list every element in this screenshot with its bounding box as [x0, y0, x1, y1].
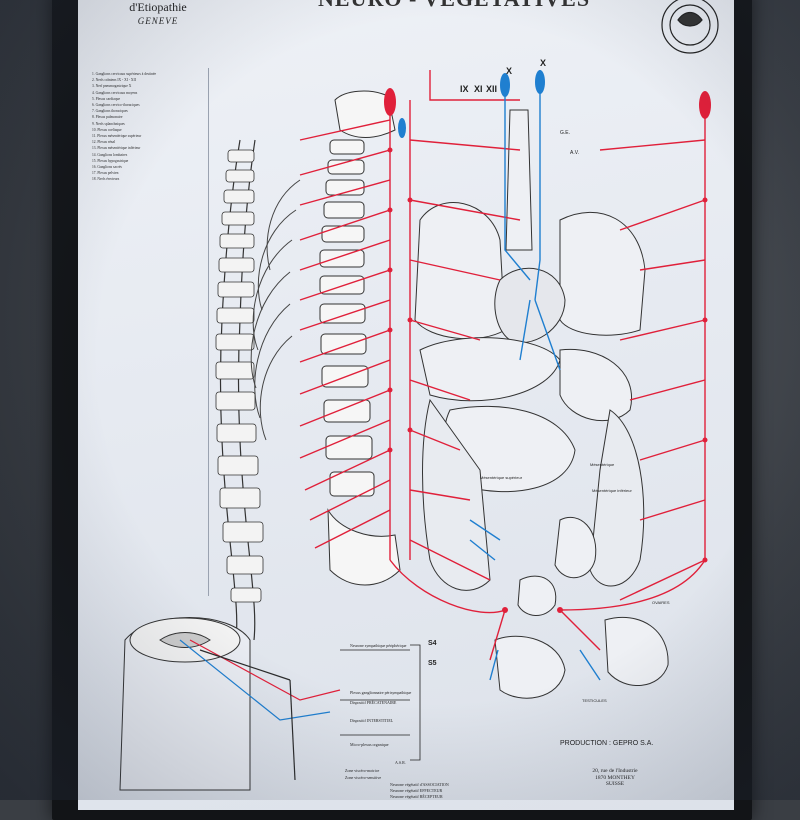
bottom-legend-5: Micro-plexus organique: [350, 742, 389, 747]
spinal-nerves: [179, 639, 341, 781]
address-line-1: 20, rue de l'Industrie: [592, 768, 638, 774]
bottom-legend-10: Neurone végétatif EFFECTEUR: [390, 788, 443, 793]
heart: [494, 267, 566, 344]
brand-line2: GENEVE: [137, 16, 179, 26]
production-credit: PRODUCTION : GEPRO S.A.: [560, 740, 654, 747]
blue-nodes: [398, 70, 545, 138]
legend-item: 15. Plexus hypogastrique: [92, 158, 129, 163]
label-ovaires: OVAIRES: [652, 600, 670, 605]
label-mesenterique-inf: Mésentérique inférieur: [592, 488, 632, 493]
legend-item: 4. Ganglions cervicaux moyens: [92, 90, 138, 95]
red-nerves: [299, 70, 706, 661]
label-s4: S4: [428, 640, 437, 647]
spinal-cord-section: [119, 617, 251, 791]
bottom-legend-9: Neurone végétatif d'ASSOCIATION: [390, 782, 449, 787]
legend-item: 2. Nerfs crâniens IX - XI - XII: [92, 78, 136, 83]
ribs: [250, 179, 301, 441]
legend-item: 6. Ganglions cervico-thoraciques: [92, 103, 140, 108]
brand-block: d'Etiopathie GENEVE: [98, 0, 218, 28]
testis-organ: [604, 616, 669, 686]
trachea: [505, 109, 533, 251]
label-x-1: X: [506, 66, 513, 76]
legend-list: 1. Ganglions cervicaux supérieurs à dest…: [92, 72, 204, 592]
legend-item: 7. Ganglions thoraciques: [92, 109, 128, 114]
vertebrae-left: [215, 149, 264, 603]
legend-item: 9. Nerfs splanchniques: [92, 121, 125, 126]
legend-item: 5. Plexus cardiaque: [92, 96, 121, 101]
bottom-legend-6: Zone viscéro-motrice: [345, 768, 380, 773]
bottom-legend-7: Zone viscéro-sensitive: [345, 775, 382, 780]
blue-nerves: [469, 70, 601, 681]
legend-item: 8. Plexus pulmonaire: [92, 115, 123, 120]
label-s5: S5: [428, 660, 437, 667]
colon-left: [589, 409, 645, 587]
legend-item: 3. Nerf pneumogastrique X: [92, 84, 132, 89]
legend-item: 16. Ganglions sacrés: [92, 165, 122, 170]
emblem-icon: [661, 0, 719, 54]
bottom-legend-4: Dispositif INTERSTITIEL: [350, 718, 394, 723]
pelvic-organ: [494, 635, 566, 699]
bottom-legend-11: Neurone végétatif RÉCEPTEUR: [390, 794, 443, 799]
anatomy-diagram: [119, 0, 719, 791]
kidney: [554, 516, 597, 579]
bladder: [517, 575, 557, 616]
label-av: A.V.: [570, 150, 579, 156]
legend-item: 18. Nerfs érecteurs: [92, 177, 120, 182]
label-ge: G.E.: [560, 130, 571, 136]
legend-item: 10. Plexus coeliaque: [92, 127, 122, 132]
bottom-legend-1: Neurone sympathique périphérique: [350, 643, 407, 648]
legend-item: 14. Ganglions lombaires: [92, 152, 128, 157]
legend-item: 17. Plexus pelvien: [92, 171, 119, 176]
legend-item: 1. Ganglions cervicaux supérieurs à dest…: [92, 72, 157, 76]
brand-line1: d'Etiopathie: [129, 0, 187, 14]
address-line-3: SUISSE: [605, 781, 625, 787]
legend-item: 12. Plexus rénal: [92, 140, 116, 145]
label-mesenterique: Mésentérique: [590, 462, 615, 467]
label-testicules: TESTICULES: [582, 698, 607, 703]
label-xii: XII: [486, 84, 498, 94]
address-block: 20, rue de l'Industrie 1870 MONTHEY SUIS…: [580, 768, 650, 788]
stomach: [559, 348, 632, 422]
legend-item: 11. Plexus mésentérique supérieur: [92, 134, 142, 139]
label-xi: XI: [474, 84, 483, 94]
legend-item: 13. Plexus mésentérique inférieur: [92, 146, 141, 151]
label-mesenterique-sup: Mésentérique supérieur: [480, 475, 523, 480]
label-ix: IX: [460, 84, 469, 94]
red-nodes: [384, 88, 711, 613]
poster-title: NEURO - VEGETATIVES: [318, 0, 590, 12]
legend-brackets: [340, 644, 421, 761]
bottom-legend-8: A.S.R.: [395, 760, 406, 765]
organs: [414, 109, 669, 699]
address-line-2: 1870 MONTHEY: [595, 774, 635, 781]
label-x-2: X: [540, 58, 547, 68]
bottom-legend-2: Plexus ganglionnaire périsympathique: [350, 690, 412, 695]
legend-box: [88, 68, 209, 596]
liver: [419, 337, 561, 402]
lung-right: [559, 211, 646, 336]
bottom-legend-3: Dispositif PRÉCATENAIRE: [350, 700, 397, 705]
